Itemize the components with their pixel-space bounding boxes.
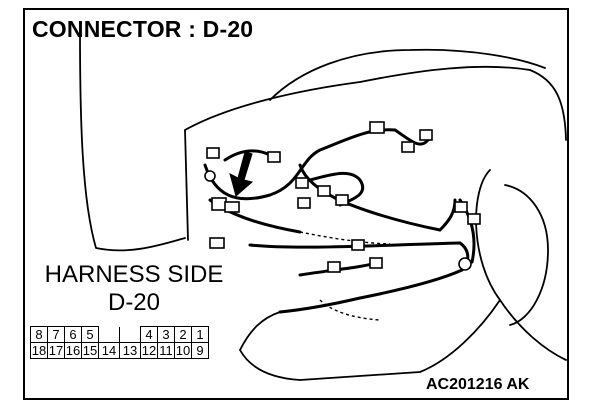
pin-cell: 5 (81, 326, 99, 343)
connector-title: CONNECTOR : D-20 (32, 16, 254, 42)
pin-cell: 17 (47, 342, 65, 359)
harness-connector-code: D-20 (107, 289, 161, 316)
pin-cell: 18 (30, 342, 48, 359)
pin-cell: 14 (98, 342, 120, 359)
pin-cell: 1 (191, 326, 209, 343)
arrow-pointer-icon (229, 151, 254, 197)
vehicle-body-outline (79, 31, 186, 252)
pin-cell: 12 (140, 342, 158, 359)
pin-cell: 4 (140, 326, 158, 343)
reference-code: AC201216 AK (426, 376, 530, 393)
pin-cell: 16 (64, 342, 82, 359)
connector-blocks (204, 121, 481, 273)
connector-pin-layout: 8 7 6 5 4 3 2 1 18 17 16 15 14 13 12 11 … (30, 326, 209, 359)
pin-cell: 15 (81, 342, 99, 359)
pin-cell: 2 (174, 326, 192, 343)
pin-cell: 6 (64, 326, 82, 343)
pin-cell-empty (119, 326, 141, 343)
pin-cell: 8 (30, 326, 48, 343)
pin-row-top: 8 7 6 5 4 3 2 1 (30, 326, 209, 343)
pin-cell: 10 (174, 342, 192, 359)
pin-cell: 9 (191, 342, 209, 359)
pin-cell: 3 (157, 326, 175, 343)
pin-cell-empty (98, 326, 120, 343)
harness-side-label: HARNESS SIDE (44, 261, 224, 288)
pin-row-bottom: 18 17 16 15 14 13 12 11 10 9 (30, 342, 209, 359)
pin-cell: 7 (47, 326, 65, 343)
pin-cell: 13 (119, 342, 141, 359)
pin-cell: 11 (157, 342, 175, 359)
